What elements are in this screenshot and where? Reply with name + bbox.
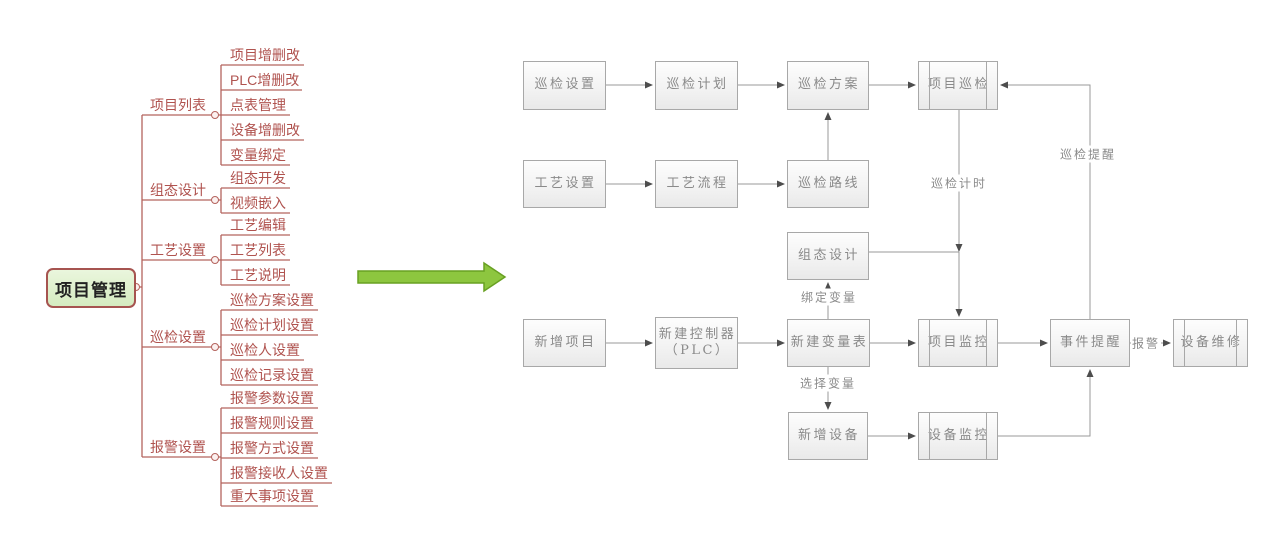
flow-node-label: 项目巡检	[927, 77, 990, 93]
mindmap-leaf[interactable]: PLC增删改	[230, 72, 300, 88]
mindmap-leaf[interactable]: 工艺列表	[230, 242, 286, 258]
flow-node-new-variable-table[interactable]: 新建变量表	[787, 319, 870, 367]
mindmap-leaf[interactable]: 变量绑定	[230, 147, 286, 163]
mindmap-branch-config-design[interactable]: 组态设计	[150, 182, 206, 198]
mindmap-connectors	[132, 64, 332, 507]
flow-node-label: 新增设备	[797, 427, 860, 443]
flow-node-label: 工艺流程	[666, 175, 729, 191]
double-bar-right	[986, 413, 987, 459]
mindmap-branch-process-settings[interactable]: 工艺设置	[150, 242, 206, 258]
double-bar-left	[1184, 320, 1185, 366]
edge-label-alarm: 报警	[1130, 334, 1162, 352]
flow-node-label: 新增项目	[534, 334, 597, 350]
flow-node-project-inspection[interactable]: 项目巡检	[918, 61, 998, 110]
mindmap-leaf[interactable]: 巡检方案设置	[230, 292, 314, 308]
edge-label-bind-variable: 绑定变量	[799, 288, 859, 306]
collapse-toggle	[211, 111, 219, 119]
flowchart-arrowheads	[645, 81, 1171, 440]
flow-node-inspection-route[interactable]: 巡检路线	[787, 160, 869, 208]
mindmap-leaf[interactable]: 报警参数设置	[230, 390, 314, 406]
transform-arrow	[357, 261, 507, 293]
mindmap-leaf[interactable]: 巡检计划设置	[230, 317, 314, 333]
double-bar-right	[986, 62, 987, 109]
double-bar-right	[1236, 320, 1237, 366]
mindmap-root-topic[interactable]: 项目管理	[46, 268, 136, 308]
mindmap-leaf[interactable]: 工艺编辑	[230, 217, 286, 233]
flow-node-label: 事件提醒	[1059, 334, 1122, 350]
flow-node-sublabel: （PLC）	[664, 343, 731, 358]
double-bar-left	[929, 413, 930, 459]
mindmap-leaf[interactable]: 项目增删改	[230, 47, 300, 63]
edge-label-select-variable: 选择变量	[798, 374, 858, 392]
flow-node-label: 巡检计划	[666, 77, 729, 93]
flow-node-label: 新建变量表	[790, 334, 869, 350]
flow-node-label: 设备维修	[1180, 334, 1243, 350]
mindmap-leaf[interactable]: 工艺说明	[230, 267, 286, 283]
edge-label-inspection-reminder: 巡检提醒	[1058, 145, 1118, 163]
collapse-toggle	[211, 196, 219, 204]
edge-label-inspection-timer: 巡检计时	[929, 174, 989, 192]
mindmap-leaf[interactable]: 组态开发	[230, 170, 286, 186]
collapse-toggle	[211, 256, 219, 264]
flow-node-label: 新建控制器	[658, 326, 737, 342]
flowchart-connectors	[606, 84, 1163, 437]
flow-node-equipment-monitoring[interactable]: 设备监控	[918, 412, 998, 460]
double-bar-right	[986, 320, 987, 366]
mindmap-leaf[interactable]: 巡检记录设置	[230, 367, 314, 383]
flow-node-inspection-settings[interactable]: 巡检设置	[523, 61, 606, 110]
flow-node-new-controller[interactable]: 新建控制器 （PLC）	[655, 317, 738, 369]
mindmap-leaf[interactable]: 点表管理	[230, 97, 286, 113]
mindmap-branch-inspection-settings[interactable]: 巡检设置	[150, 329, 206, 345]
mindmap-leaf[interactable]: 巡检人设置	[230, 342, 300, 358]
flow-node-label: 项目监控	[927, 334, 990, 350]
flow-node-inspection-plan[interactable]: 巡检计划	[655, 61, 738, 110]
mindmap-branch-project-list[interactable]: 项目列表	[150, 97, 206, 113]
flow-node-process-flow[interactable]: 工艺流程	[655, 160, 738, 208]
collapse-toggle	[211, 453, 219, 461]
double-bar-left	[929, 320, 930, 366]
mindmap-leaf[interactable]: 报警规则设置	[230, 415, 314, 431]
mindmap-leaf[interactable]: 报警接收人设置	[230, 465, 328, 481]
flow-node-new-project[interactable]: 新增项目	[523, 319, 606, 367]
flow-node-new-equipment[interactable]: 新增设备	[788, 412, 868, 460]
flow-node-label: 巡检设置	[534, 77, 597, 93]
mindmap-leaf[interactable]: 设备增删改	[230, 122, 300, 138]
flow-node-event-reminder[interactable]: 事件提醒	[1050, 319, 1130, 367]
mindmap-collapse-toggles[interactable]	[132, 111, 219, 461]
flow-node-label: 组态设计	[797, 247, 860, 263]
flow-node-label: 巡检路线	[797, 175, 860, 191]
mindmap-leaf[interactable]: 视频嵌入	[230, 195, 286, 211]
flow-node-project-monitoring[interactable]: 项目监控	[918, 319, 998, 367]
flow-node-label: 设备监控	[927, 427, 990, 443]
flow-node-label: 工艺设置	[534, 175, 597, 191]
mindmap-branch-alarm-settings[interactable]: 报警设置	[150, 439, 206, 455]
collapse-toggle	[211, 343, 219, 351]
flow-node-process-settings[interactable]: 工艺设置	[523, 160, 606, 208]
mindmap-leaf[interactable]: 重大事项设置	[230, 488, 314, 504]
flow-node-equipment-maintenance[interactable]: 设备维修	[1173, 319, 1248, 367]
flow-node-label: 巡检方案	[797, 77, 860, 93]
double-bar-left	[929, 62, 930, 109]
mindmap-leaf[interactable]: 报警方式设置	[230, 440, 314, 456]
flow-node-configuration-design[interactable]: 组态设计	[787, 232, 869, 280]
flow-node-inspection-scheme[interactable]: 巡检方案	[787, 61, 869, 110]
